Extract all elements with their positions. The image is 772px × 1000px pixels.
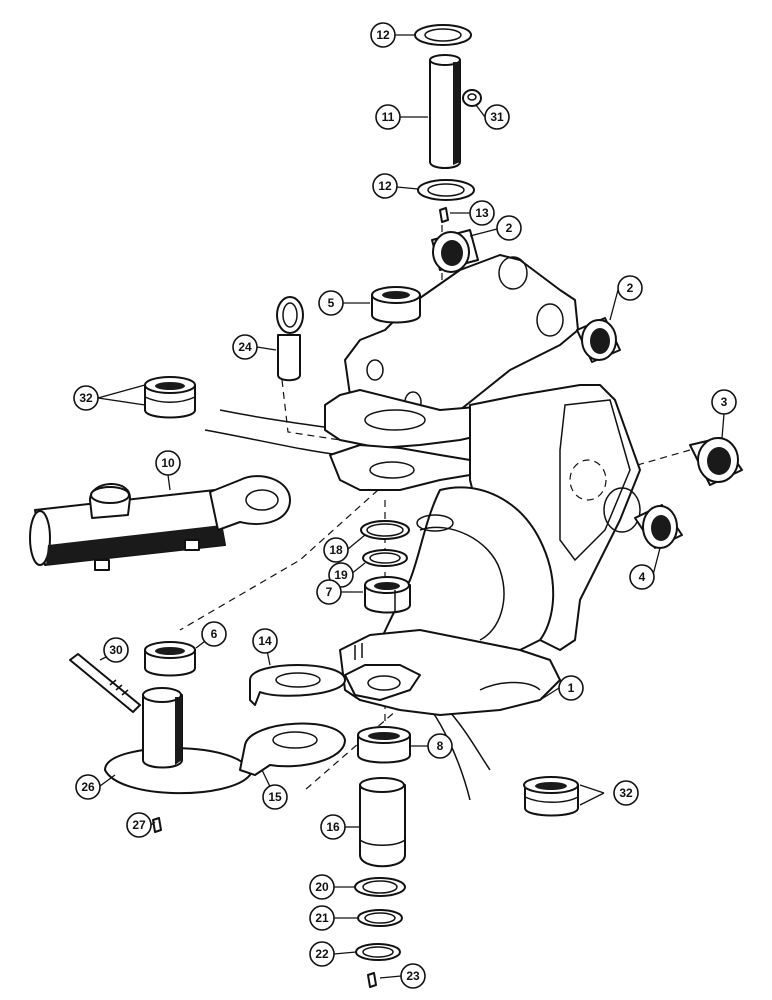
svg-text:5: 5	[328, 296, 335, 310]
svg-text:27: 27	[132, 818, 146, 832]
svg-text:18: 18	[329, 543, 343, 557]
snap-ring-lower	[355, 943, 401, 961]
callout-18: 18	[323, 537, 349, 563]
callout-26: 26	[75, 774, 101, 800]
callout-20: 20	[309, 874, 335, 900]
callout-7: 7	[316, 579, 342, 605]
svg-text:23: 23	[406, 969, 420, 983]
svg-text:12: 12	[378, 179, 392, 193]
seal-set-lower	[523, 776, 579, 817]
callout-4: 4	[629, 564, 655, 590]
thrust-washer-upper	[414, 24, 472, 46]
svg-text:3: 3	[721, 395, 728, 409]
svg-text:26: 26	[81, 780, 95, 794]
upper-pivot-pin	[429, 54, 461, 169]
svg-text:20: 20	[315, 880, 329, 894]
callout-31: 31	[484, 104, 510, 130]
callout-14: 14	[252, 628, 278, 654]
svg-text:14: 14	[258, 634, 272, 648]
callout-16: 16	[320, 814, 346, 840]
svg-text:10: 10	[161, 456, 175, 470]
bushing-5	[371, 286, 421, 324]
callout-24: 24	[232, 334, 258, 360]
callout-2-upper: 2	[496, 215, 522, 241]
callout-27: 27	[126, 812, 152, 838]
callout-1: 1	[558, 675, 584, 701]
svg-text:2: 2	[627, 281, 634, 295]
svg-text:11: 11	[382, 110, 395, 124]
svg-text:7: 7	[326, 585, 333, 599]
svg-text:19: 19	[334, 568, 348, 582]
bolt	[69, 653, 141, 713]
callout-32-upper: 32	[73, 385, 99, 411]
svg-text:8: 8	[437, 739, 444, 753]
callout-8: 8	[427, 733, 453, 759]
lower-pivot-pin	[359, 777, 406, 868]
hydraulic-cylinder	[29, 475, 291, 571]
bushing-upper-left	[431, 229, 479, 273]
callout-15: 15	[262, 784, 288, 810]
washer-20	[354, 877, 406, 897]
svg-text:21: 21	[315, 911, 329, 925]
callout-30: 30	[103, 637, 129, 663]
snap-ring-upper	[360, 520, 410, 540]
callout-10: 10	[155, 450, 181, 476]
callout-11: 11	[375, 104, 401, 130]
nut	[462, 89, 482, 107]
callout-6: 6	[201, 621, 227, 647]
svg-text:16: 16	[326, 820, 340, 834]
svg-text:6: 6	[211, 627, 218, 641]
grease-fitting-lower	[152, 817, 162, 833]
svg-text:32: 32	[619, 786, 633, 800]
swing-tower-casting	[324, 254, 641, 716]
svg-text:1: 1	[568, 681, 575, 695]
callout-21: 21	[309, 905, 335, 931]
lock-pin	[276, 296, 304, 382]
callout-32-lower: 32	[613, 780, 639, 806]
svg-text:13: 13	[475, 206, 489, 220]
svg-text:31: 31	[490, 110, 504, 124]
svg-text:24: 24	[238, 340, 252, 354]
seal-set-upper	[144, 376, 196, 419]
thrust-washer-middle	[417, 179, 475, 201]
bushing-6	[144, 641, 196, 677]
svg-text:4: 4	[639, 570, 646, 584]
callouts: 12 11 31 12 13 2 2 5 24 32 3 10 18 19 4	[73, 22, 737, 989]
washer-19	[362, 549, 408, 567]
washer-21	[357, 909, 403, 927]
bushing-upper-right	[576, 317, 621, 363]
callout-23: 23	[400, 963, 426, 989]
split-bushing	[364, 576, 411, 614]
callout-12-top: 12	[370, 22, 396, 48]
callout-2-right: 2	[617, 275, 643, 301]
bushing-3	[689, 437, 743, 486]
callout-3: 3	[711, 389, 737, 415]
callout-5: 5	[318, 290, 344, 316]
svg-text:32: 32	[79, 391, 93, 405]
svg-text:30: 30	[109, 643, 123, 657]
bushing-8	[357, 726, 411, 764]
grease-fitting-upper	[439, 207, 449, 223]
callout-13: 13	[469, 200, 495, 226]
svg-text:15: 15	[268, 790, 282, 804]
svg-text:2: 2	[506, 221, 513, 235]
cylinder-pivot-pin	[104, 687, 251, 795]
set-screw	[367, 972, 377, 988]
svg-text:12: 12	[376, 28, 390, 42]
svg-text:22: 22	[315, 947, 329, 961]
callout-22: 22	[309, 941, 335, 967]
lock-plate	[239, 722, 346, 776]
shim	[249, 664, 346, 706]
bushing-4	[634, 504, 683, 549]
callout-12-middle: 12	[372, 173, 398, 199]
